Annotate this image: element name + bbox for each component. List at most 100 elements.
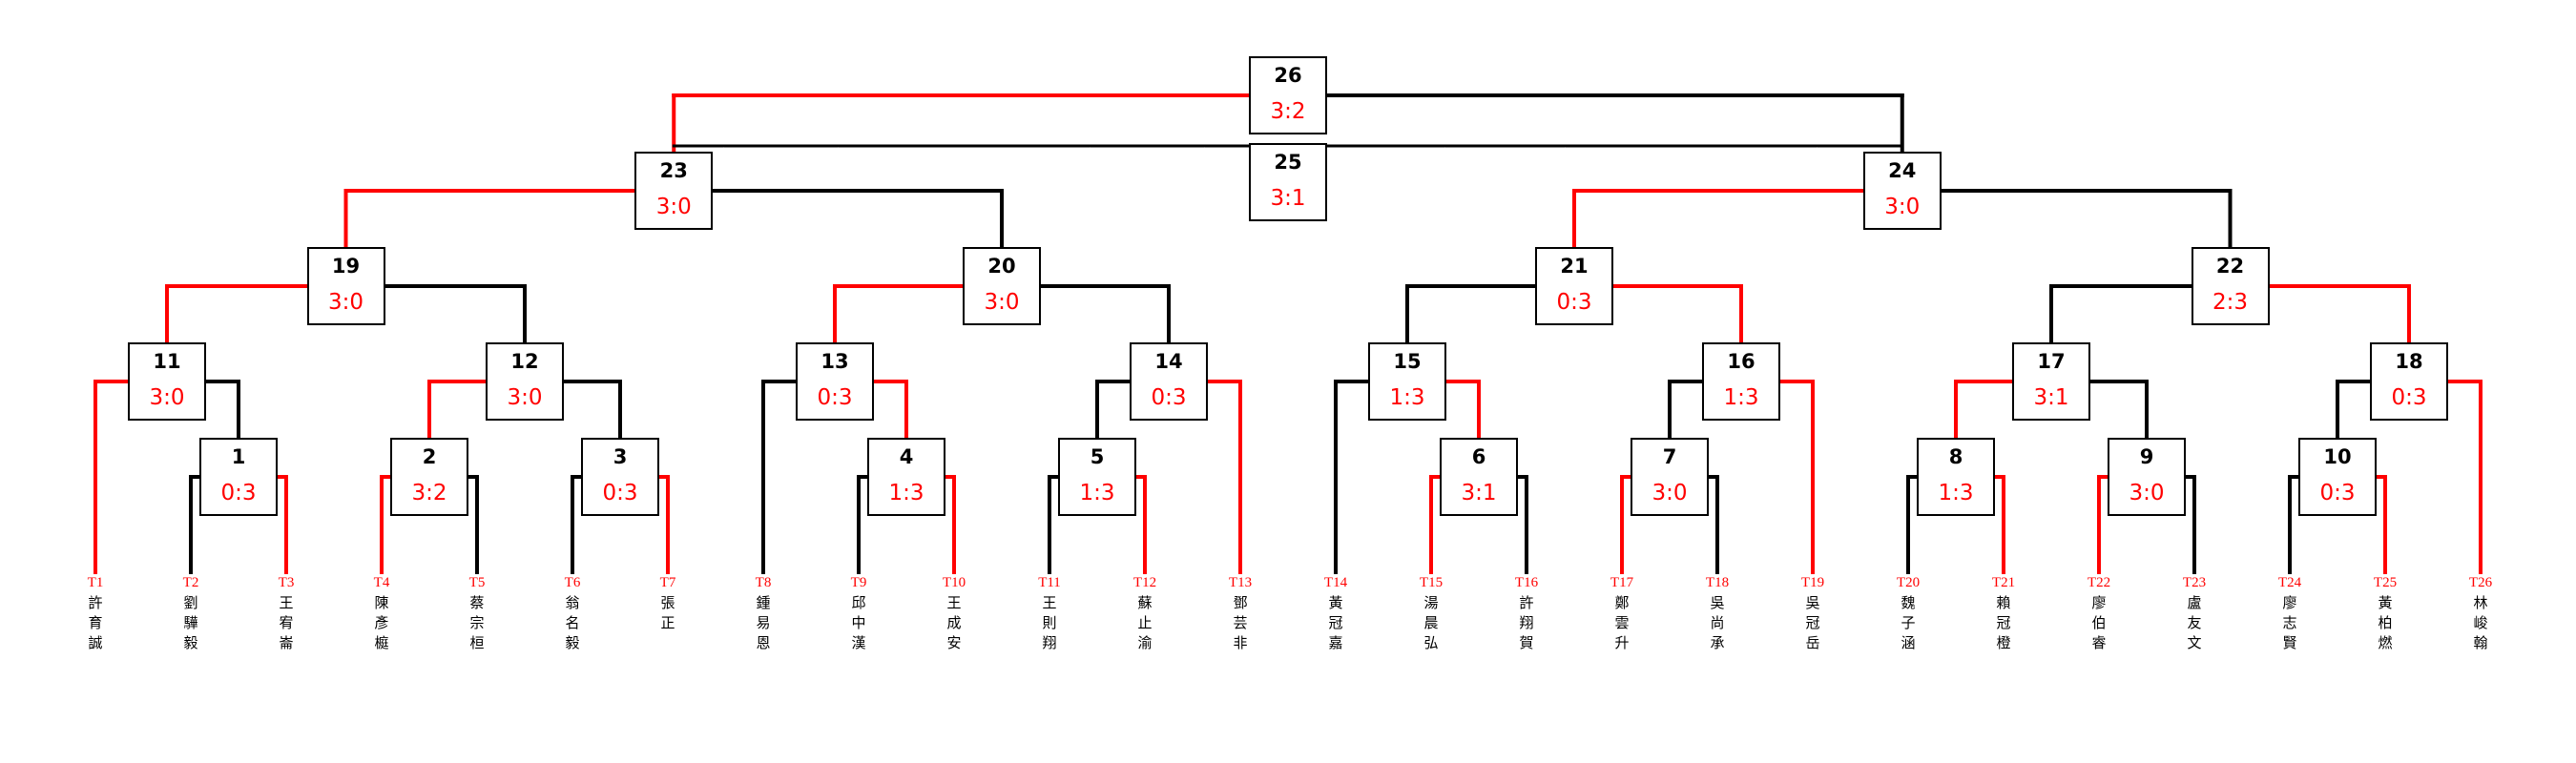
team-player-name: 黃柏燃 [2378,594,2393,651]
match-number: 3 [613,445,628,468]
match-score: 2:3 [2212,290,2248,315]
team-seed-label: T4 [373,575,390,590]
team-entry: T19 吳冠岳 [1794,575,1832,653]
match-score: 0:3 [817,385,853,410]
match-box-19[interactable]: 19 3:0 [306,247,385,325]
team-player-name: 邱中漢 [851,594,866,651]
match-box-13[interactable]: 13 0:3 [796,342,874,421]
match-number: 10 [2323,445,2352,468]
team-player-name: 許育誠 [88,594,103,651]
match-number: 8 [1948,445,1963,468]
match-number: 1 [231,445,246,468]
match-number: 6 [1471,445,1486,468]
match-number: 14 [1154,350,1183,373]
team-seed-label: T10 [942,575,966,590]
team-entry: T24 廖志賢 [2271,575,2309,653]
team-seed-label: T16 [1514,575,1539,590]
team-entry: T25 黃柏燃 [2366,575,2404,653]
team-player-name: 鄧芸非 [1233,594,1248,651]
match-score: 3:0 [149,385,185,410]
team-player-name: 鄭雲升 [1614,594,1630,651]
team-player-name: 吳冠岳 [1805,594,1820,651]
team-seed-label: T20 [1896,575,1921,590]
match-score: 3:2 [1270,99,1306,124]
team-player-name: 廖志賢 [2282,594,2297,651]
team-player-name: 黃冠嘉 [1328,594,1343,651]
match-box-23[interactable]: 23 3:0 [634,152,714,230]
match-box-24[interactable]: 24 3:0 [1862,152,1942,230]
match-score: 1:3 [888,481,924,505]
match-score: 3:0 [655,195,692,219]
match-score: 3:0 [1652,481,1688,505]
match-box-8[interactable]: 8 1:3 [1917,438,1995,516]
team-player-name: 蘇止渝 [1137,594,1153,651]
team-seed-label: T23 [2182,575,2207,590]
match-score: 3:0 [327,290,364,315]
match-score: 3:1 [1461,481,1497,505]
team-player-name: 林峻翰 [2473,594,2488,651]
match-box-25[interactable]: 25 3:1 [1249,143,1327,221]
team-seed-label: T9 [850,575,867,590]
match-number: 11 [153,350,181,373]
team-seed-label: T26 [2468,575,2493,590]
match-score: 3:0 [1884,195,1921,219]
team-seed-label: T12 [1132,575,1157,590]
team-seed-label: T24 [2277,575,2302,590]
match-number: 2 [422,445,437,468]
team-seed-label: T19 [1800,575,1825,590]
team-entry: T9 邱中漢 [840,575,878,653]
team-entry: T10 王成安 [935,575,973,653]
match-score: 3:1 [1270,186,1306,211]
match-score: 1:3 [1938,481,1974,505]
team-player-name: 魏子涵 [1901,594,1916,651]
match-box-3[interactable]: 3 0:3 [581,438,659,516]
match-box-22[interactable]: 22 2:3 [2191,247,2270,325]
team-player-name: 湯晨弘 [1423,594,1439,651]
match-number: 24 [1888,159,1917,182]
team-seed-label: T25 [2373,575,2398,590]
team-seed-label: T6 [564,575,581,590]
team-seed-label: T1 [87,575,104,590]
match-number: 13 [821,350,849,373]
match-box-6[interactable]: 6 3:1 [1440,438,1518,516]
match-number: 25 [1274,151,1302,174]
match-box-11[interactable]: 11 3:0 [128,342,206,421]
team-player-name: 王成安 [946,594,962,651]
match-score: 0:3 [602,481,638,505]
match-number: 22 [2215,255,2245,278]
match-score: 0:3 [2319,481,2356,505]
team-seed-label: T22 [2087,575,2111,590]
match-score: 1:3 [1723,385,1759,410]
match-number: 5 [1090,445,1105,468]
team-player-name: 蔡宗桓 [469,594,485,651]
team-seed-label: T2 [182,575,199,590]
team-player-name: 盧友文 [2187,594,2202,651]
match-box-10[interactable]: 10 0:3 [2298,438,2377,516]
team-seed-label: T11 [1038,575,1061,590]
team-player-name: 廖伯睿 [2091,594,2107,651]
team-entry: T17 鄭雲升 [1603,575,1641,653]
team-seed-label: T17 [1610,575,1634,590]
match-number: 19 [331,255,361,278]
team-seed-label: T8 [755,575,772,590]
match-number: 23 [659,159,688,182]
